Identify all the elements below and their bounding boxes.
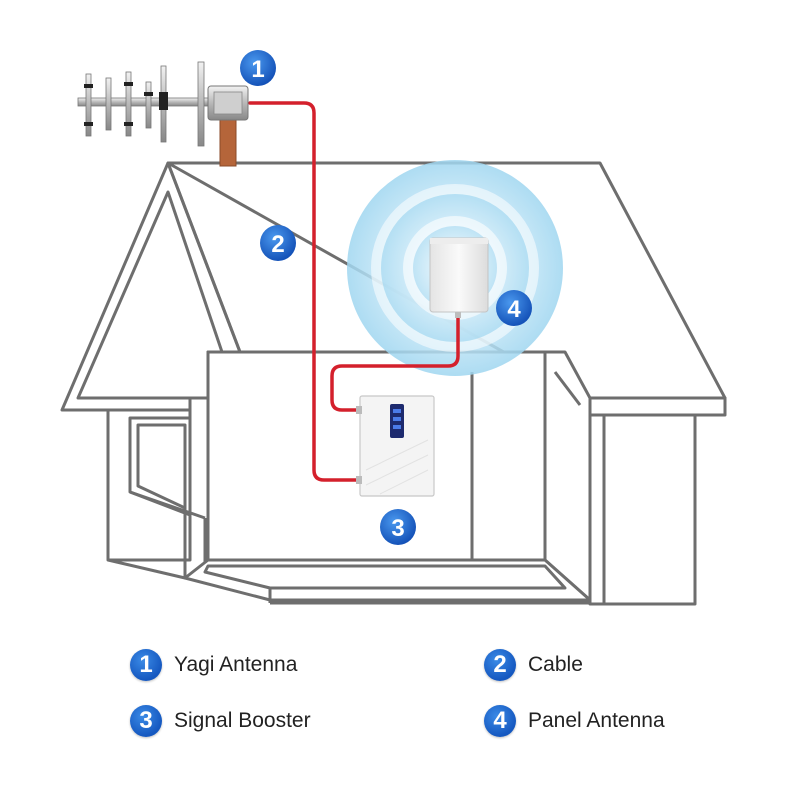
- signal-booster: [356, 395, 435, 497]
- callout-number: 4: [507, 296, 521, 323]
- callout-number: 1: [251, 56, 264, 83]
- legend-number-badge: 4: [484, 705, 516, 737]
- legend-number-badge: 3: [130, 705, 162, 737]
- callout-2: 2: [260, 225, 296, 261]
- callout-number: 3: [391, 515, 404, 542]
- callout-4: 4: [496, 290, 532, 326]
- legend-label: Cable: [528, 653, 583, 676]
- legend-item-cable: 2 Cable: [484, 648, 583, 682]
- legend-label: Yagi Antenna: [174, 653, 298, 676]
- legend-label: Panel Antenna: [528, 709, 665, 732]
- legend-label: Signal Booster: [174, 709, 311, 732]
- house-outline: [60, 161, 727, 606]
- callout-3: 3: [380, 509, 416, 545]
- legend-number-badge: 2: [484, 649, 516, 681]
- yagi-antenna: [77, 61, 249, 147]
- legend-item-panel-antenna: 4 Panel Antenna: [484, 704, 665, 738]
- callout-1: 1: [240, 50, 276, 86]
- legend-item-signal-booster: 3 Signal Booster: [130, 704, 311, 738]
- legend-number-badge: 1: [130, 649, 162, 681]
- legend-item-yagi-antenna: 1 Yagi Antenna: [130, 648, 297, 682]
- panel-antenna: [429, 237, 489, 318]
- callout-number: 2: [271, 231, 284, 258]
- cable: [248, 101, 460, 482]
